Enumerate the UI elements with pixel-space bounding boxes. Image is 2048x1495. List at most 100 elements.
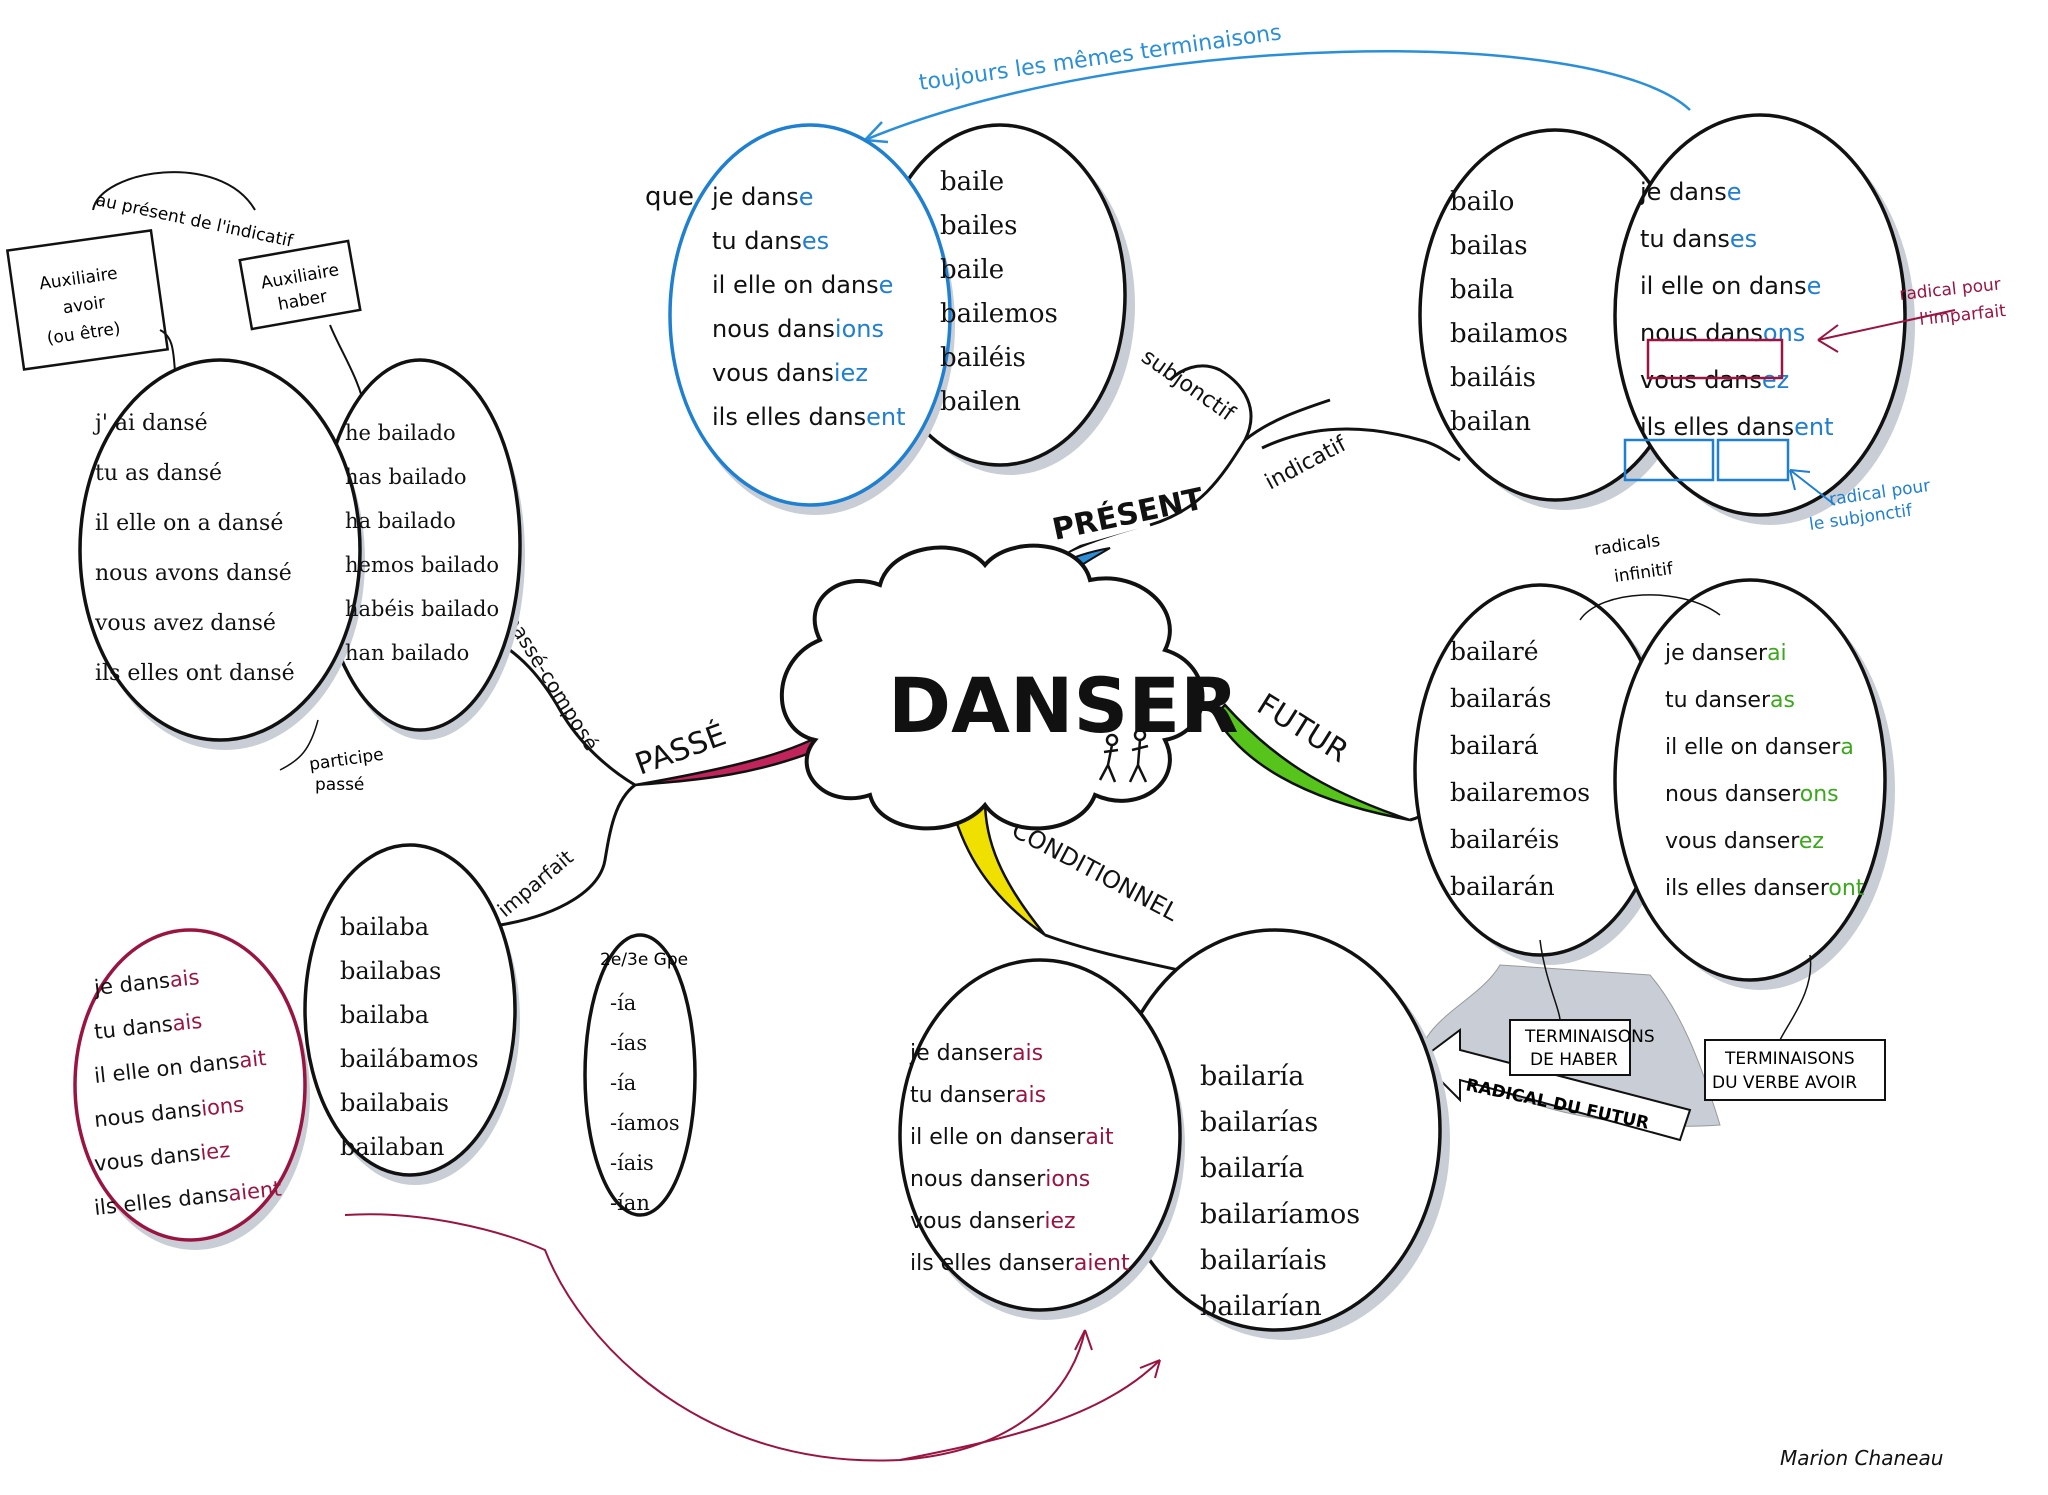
- note-radicals-1: radicals: [1593, 531, 1662, 560]
- stem: dans: [1669, 178, 1727, 206]
- pronoun: nous: [93, 1102, 152, 1132]
- ending: ais: [171, 1009, 203, 1036]
- pronoun: vous: [712, 359, 776, 387]
- pronoun: nous: [712, 315, 777, 343]
- pronoun: nous: [910, 1167, 970, 1192]
- imp-fr-row: je dansais: [92, 965, 200, 1000]
- cond-es-item: bailaríais: [1200, 1245, 1327, 1276]
- fut-es-item: bailarán: [1450, 872, 1555, 901]
- imp-fr-row: tu dansais: [93, 1009, 203, 1044]
- stem: danser: [937, 1041, 1013, 1066]
- pc-fr-item: tu as dansé: [95, 461, 222, 486]
- stem: dans: [808, 403, 866, 431]
- ending: ais: [1015, 1083, 1046, 1108]
- cond-es-item: bailaría: [1200, 1153, 1304, 1184]
- cond-es-item: bailarías: [1200, 1107, 1318, 1138]
- arrow-imparfait-to-conditionnel: [344, 1213, 1086, 1462]
- term-haber-1: TERMINAISONS: [1524, 1027, 1655, 1047]
- ending: ez: [1799, 829, 1824, 854]
- arrowhead-cond-es: [1139, 1359, 1161, 1379]
- stem: dans: [1749, 272, 1807, 300]
- imp-es-item: bailaban: [340, 1133, 444, 1161]
- radical-subjonctif-box-stem: [1716, 438, 1790, 482]
- branch-label-indicatif: indicatif: [1261, 431, 1352, 495]
- ending: ons: [1800, 782, 1839, 807]
- ending: a: [1840, 735, 1853, 760]
- term-avoir-pointer: [1779, 954, 1812, 1041]
- imp-es-item: bailábamos: [340, 1045, 479, 1073]
- ind-es-item: bailamos: [1450, 319, 1568, 349]
- subj-fr-row: tu danses: [712, 227, 829, 255]
- ind-es-item: bailan: [1450, 407, 1531, 437]
- note-radicals-2: infinitif: [1613, 559, 1675, 587]
- pc-fr-item: vous avez dansé: [94, 611, 276, 636]
- ending: ions: [835, 315, 884, 343]
- ind-fr-row: nous dansons: [1640, 319, 1805, 347]
- ending: ions: [200, 1092, 245, 1120]
- pc-es-item: has bailado: [345, 465, 467, 489]
- futur-bubbles: [1413, 578, 1895, 990]
- ending: aient: [227, 1176, 282, 1205]
- stem: dans: [741, 183, 799, 211]
- conditionnel-bubbles: [898, 928, 1450, 1340]
- stem: dans: [1704, 366, 1762, 394]
- cond-fr-row: je danserais: [909, 1041, 1043, 1066]
- ending: ait: [238, 1046, 267, 1073]
- stem: dans: [149, 1141, 202, 1170]
- pronoun: il elle on: [712, 271, 821, 299]
- indicatif-bubbles: [1418, 113, 1915, 525]
- pronoun: ils elles: [1640, 413, 1736, 441]
- pc-fr-item: j' ai dansé: [92, 411, 208, 436]
- pc-es-item: ha bailado: [345, 509, 456, 533]
- imp-end-item: -íamos: [610, 1111, 680, 1135]
- fut-fr-row: il elle on dansera: [1665, 735, 1854, 760]
- imp-fr-row: nous dansions: [93, 1092, 245, 1132]
- passe-compose-auxiliaries: [5, 171, 366, 411]
- stem: danser: [1725, 782, 1801, 807]
- radical-subjonctif-box-pronoun: [1623, 438, 1715, 482]
- ending: ent: [866, 403, 905, 431]
- note-participe-2: passé: [315, 775, 364, 795]
- subj-es-item: baile: [940, 255, 1004, 285]
- imp-fr-row: ils elles dansaient: [93, 1176, 283, 1220]
- arrow-imparfait-to-conditionnel-es: [899, 1359, 1161, 1461]
- ending: iez: [834, 359, 868, 387]
- radical-imparfait-box: [1646, 338, 1784, 380]
- top-arrowhead: [864, 121, 889, 144]
- cond-fr-row: ils elles danseraient: [910, 1251, 1130, 1276]
- stem: dans: [150, 1097, 203, 1126]
- cond-fr-row: tu danserais: [910, 1083, 1046, 1108]
- ending: ont: [1828, 876, 1864, 901]
- pronoun: il elle on: [1640, 272, 1749, 300]
- stem: dans: [744, 227, 802, 255]
- stem: danser: [970, 1167, 1046, 1192]
- pronoun: nous: [1640, 319, 1705, 347]
- term-haber-2: DE HABER: [1530, 1050, 1618, 1070]
- pc-es-item: han bailado: [345, 641, 469, 665]
- imp-end-item: -ías: [610, 1031, 647, 1055]
- subj-fr-row: vous dansiez: [712, 359, 868, 387]
- pronoun: je: [909, 1041, 937, 1066]
- imp-fr-row: il elle on dansait: [93, 1046, 267, 1088]
- ending: es: [802, 227, 829, 255]
- pronoun: vous: [1665, 829, 1724, 854]
- branch-label-imparfait: imparfait: [493, 845, 578, 922]
- pc-es-item: habéis bailado: [345, 597, 499, 621]
- participe-pointer: [279, 719, 319, 771]
- ending: aient: [1074, 1251, 1130, 1276]
- subj-es-item: bailes: [940, 211, 1018, 241]
- ending: ent: [1794, 413, 1833, 441]
- passe-compose-bubbles: [78, 358, 525, 750]
- arrow-radical-subjonctif: [1789, 469, 1836, 506]
- subj-es-item: bailen: [940, 387, 1021, 417]
- stem: danser: [1692, 641, 1768, 666]
- pc-fr-item: nous avons dansé: [95, 561, 292, 586]
- imparfait-endings-list: -ía-ías-ía-íamos-íais-ían: [610, 991, 680, 1215]
